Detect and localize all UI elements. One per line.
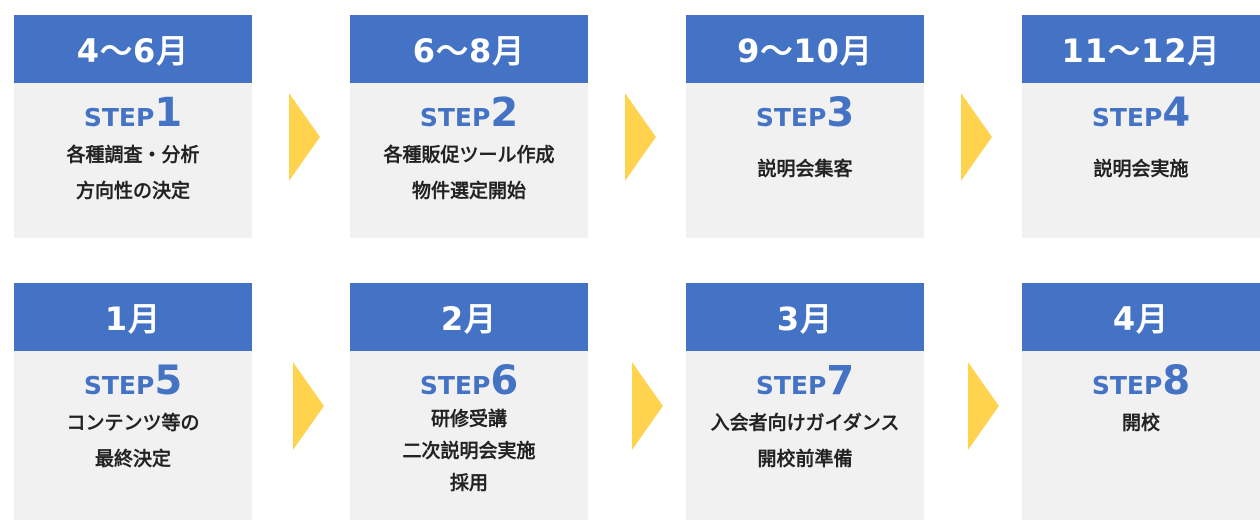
step-label: STEP6 (350, 359, 588, 403)
period-header: 11〜12月 (1022, 15, 1260, 83)
description-line: 入会者向けガイダンス (710, 412, 900, 434)
description-line: 物件選定開始 (411, 180, 526, 202)
arrow-right-icon (293, 362, 324, 450)
period-header: 1月 (14, 283, 252, 351)
step-number: 8 (1162, 358, 1191, 404)
step-label: STEP8 (1022, 359, 1260, 403)
step-description: コンテンツ等の 最終決定 (14, 405, 252, 477)
step-description: 研修受講 二次説明会実施 採用 (350, 403, 588, 499)
step-number: 7 (826, 358, 855, 404)
description-line: 開校前準備 (757, 448, 853, 470)
step-card-3: 9〜10月 STEP3 説明会集客 (686, 15, 924, 238)
step-number: 5 (154, 358, 183, 404)
description-line: 説明会集客 (757, 158, 853, 180)
period-header: 4〜6月 (14, 15, 252, 83)
step-word: STEP (419, 371, 491, 400)
step-word: STEP (83, 103, 155, 132)
step-number: 1 (154, 90, 183, 136)
step-number: 6 (490, 358, 519, 404)
description-line: 研修受講 (430, 408, 507, 430)
description-line: コンテンツ等の (66, 412, 200, 434)
description-line: 各種調査・分析 (66, 144, 200, 166)
step-word: STEP (755, 371, 827, 400)
period-header: 3月 (686, 283, 924, 351)
description-line: 説明会実施 (1093, 158, 1189, 180)
step-word: STEP (755, 103, 827, 132)
step-card-8: 4月 STEP8 開校 (1022, 283, 1260, 520)
arrow-right-icon (625, 93, 656, 181)
step-card-6: 2月 STEP6 研修受講 二次説明会実施 採用 (350, 283, 588, 520)
description-line: 二次説明会実施 (402, 440, 536, 462)
step-number: 3 (826, 90, 855, 136)
step-card-2: 6〜8月 STEP2 各種販促ツール作成 物件選定開始 (350, 15, 588, 238)
step-description: 各種調査・分析 方向性の決定 (14, 137, 252, 209)
step-card-1: 4〜6月 STEP1 各種調査・分析 方向性の決定 (14, 15, 252, 238)
step-description: 説明会集客 (686, 151, 924, 187)
step-card-5: 1月 STEP5 コンテンツ等の 最終決定 (14, 283, 252, 520)
step-word: STEP (83, 371, 155, 400)
step-number: 4 (1162, 90, 1191, 136)
step-description: 説明会実施 (1022, 151, 1260, 187)
step-label: STEP4 (1022, 91, 1260, 135)
step-card-4: 11〜12月 STEP4 説明会実施 (1022, 15, 1260, 238)
arrow-right-icon (961, 93, 992, 181)
step-word: STEP (1091, 103, 1163, 132)
period-header: 2月 (350, 283, 588, 351)
arrow-right-icon (632, 362, 663, 450)
step-number: 2 (490, 90, 519, 136)
description-line: 最終決定 (94, 448, 171, 470)
period-header: 9〜10月 (686, 15, 924, 83)
period-header: 6〜8月 (350, 15, 588, 83)
step-description: 入会者向けガイダンス 開校前準備 (686, 405, 924, 477)
step-card-7: 3月 STEP7 入会者向けガイダンス 開校前準備 (686, 283, 924, 520)
description-line: 採用 (449, 472, 488, 494)
step-label: STEP2 (350, 91, 588, 135)
step-description: 開校 (1022, 405, 1260, 441)
step-description: 各種販促ツール作成 物件選定開始 (350, 137, 588, 209)
step-word: STEP (419, 103, 491, 132)
step-label: STEP5 (14, 359, 252, 403)
step-label: STEP7 (686, 359, 924, 403)
step-word: STEP (1091, 371, 1163, 400)
period-header: 4月 (1022, 283, 1260, 351)
step-label: STEP3 (686, 91, 924, 135)
arrow-right-icon (968, 362, 999, 450)
description-line: 開校 (1121, 412, 1160, 434)
step-label: STEP1 (14, 91, 252, 135)
description-line: 各種販促ツール作成 (383, 144, 555, 166)
arrow-right-icon (289, 93, 320, 181)
description-line: 方向性の決定 (75, 180, 190, 202)
